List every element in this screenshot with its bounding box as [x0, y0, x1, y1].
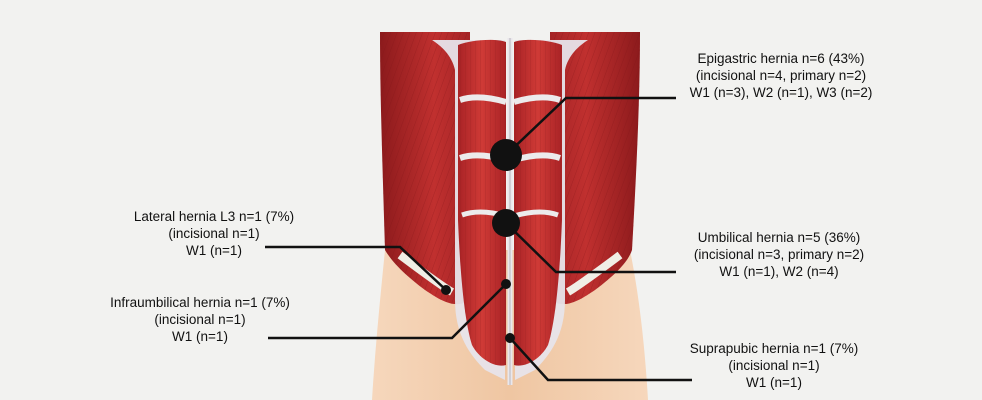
label-infraumbilical: Infraumbilical hernia n=1 (7%) (incision… — [82, 294, 318, 345]
lateral-width: W1 (n=1) — [98, 242, 330, 259]
infraumbilical-origin: (incisional n=1) — [82, 311, 318, 328]
umbilical-width: W1 (n=1), W2 (n=4) — [660, 263, 898, 280]
marker-epigastric — [490, 139, 522, 171]
suprapubic-width: W1 (n=1) — [660, 374, 888, 391]
epigastric-title: Epigastric hernia n=6 (43%) — [652, 50, 910, 67]
label-lateral: Lateral hernia L3 n=1 (7%) (incisional n… — [98, 208, 330, 259]
marker-umbilical — [492, 209, 520, 237]
infraumbilical-width: W1 (n=1) — [82, 328, 318, 345]
epigastric-width: W1 (n=3), W2 (n=1), W3 (n=2) — [652, 84, 910, 101]
label-epigastric: Epigastric hernia n=6 (43%) (incisional … — [652, 50, 910, 101]
marker-suprapubic — [505, 333, 515, 343]
lateral-title: Lateral hernia L3 n=1 (7%) — [98, 208, 330, 225]
epigastric-origin: (incisional n=4, primary n=2) — [652, 67, 910, 84]
infraumbilical-title: Infraumbilical hernia n=1 (7%) — [82, 294, 318, 311]
umbilical-title: Umbilical hernia n=5 (36%) — [660, 229, 898, 246]
label-suprapubic: Suprapubic hernia n=1 (7%) (incisional n… — [660, 340, 888, 391]
umbilical-origin: (incisional n=3, primary n=2) — [660, 246, 898, 263]
marker-lateral — [441, 285, 451, 295]
suprapubic-title: Suprapubic hernia n=1 (7%) — [660, 340, 888, 357]
label-umbilical: Umbilical hernia n=5 (36%) (incisional n… — [660, 229, 898, 280]
lateral-origin: (incisional n=1) — [98, 225, 330, 242]
marker-infraumbilical — [501, 279, 511, 289]
suprapubic-origin: (incisional n=1) — [660, 357, 888, 374]
